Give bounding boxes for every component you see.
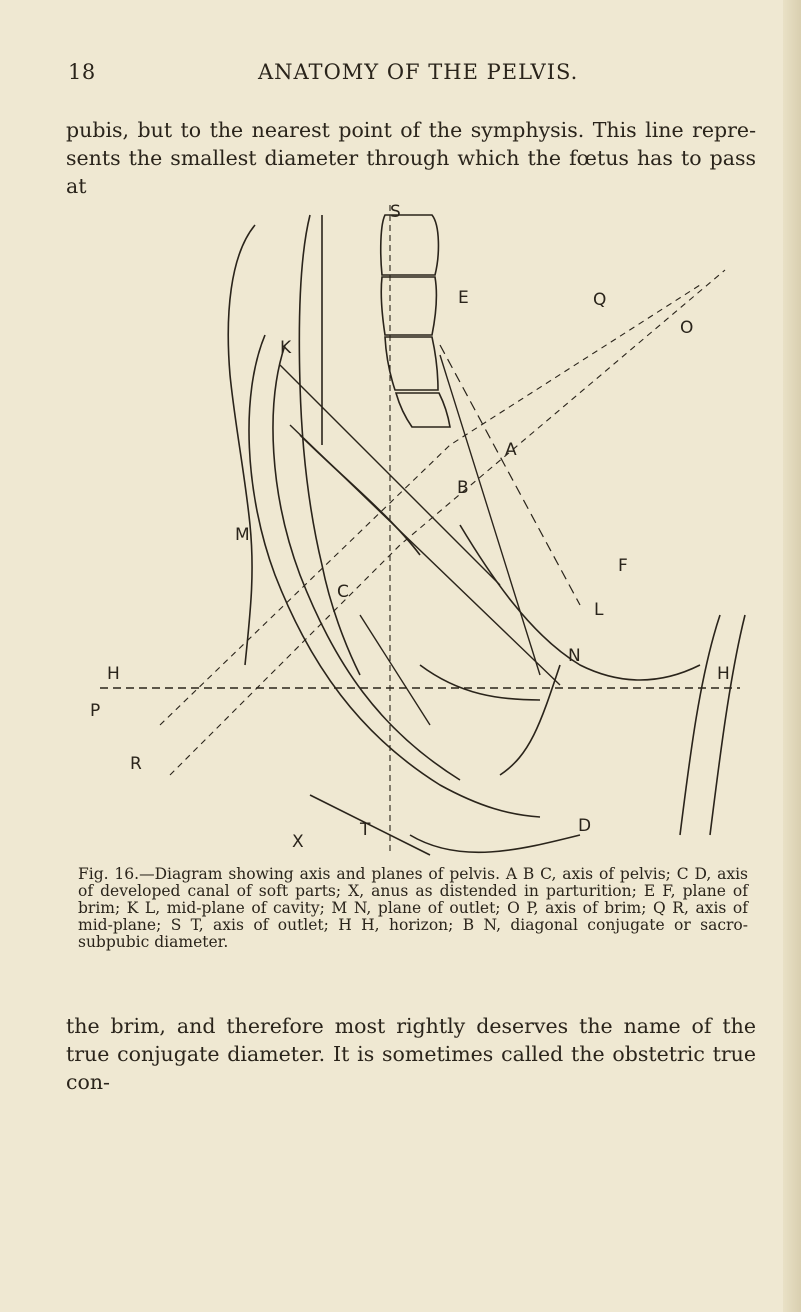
pelvis-diagram: S E Q O K A B M F C L N H H P R D X T <box>90 202 746 856</box>
label-x: X <box>292 832 304 852</box>
soft-canal-right-2 <box>709 614 746 836</box>
vertebra-2 <box>380 276 438 336</box>
header-title: ANATOMY OF THE PELVIS. <box>258 60 579 84</box>
page-edge-shadow <box>783 0 801 1312</box>
label-e: E <box>458 288 469 308</box>
perineum-curve <box>499 664 561 776</box>
axis-pelvis-dashes <box>439 344 581 606</box>
label-l: L <box>594 600 604 620</box>
label-a: A <box>505 440 517 460</box>
label-n: N <box>568 646 581 666</box>
sacrum-outline <box>227 224 256 666</box>
label-d: D <box>578 816 591 836</box>
plane-brim <box>279 364 501 586</box>
pelvic-wall-outer <box>248 334 541 818</box>
axis-midplane-line <box>169 269 726 776</box>
canal-arrow-bottom <box>409 834 581 854</box>
sacrum-inner <box>298 214 361 676</box>
page-number: 18 <box>68 60 96 84</box>
paragraph-top: pubis, but to the nearest point of the s… <box>66 118 756 198</box>
pubic-curve <box>459 524 701 681</box>
plane-midplane <box>289 424 561 686</box>
label-p: P <box>90 701 100 721</box>
label-q: Q <box>593 290 606 310</box>
plane-outlet <box>359 614 431 726</box>
vertebra-4 <box>394 392 451 428</box>
canal-arrow-d <box>419 664 541 701</box>
label-r: R <box>130 754 142 774</box>
diagonal-conjugate <box>439 354 541 676</box>
vertebra-1 <box>379 214 440 276</box>
label-h-right: H <box>717 664 730 684</box>
label-h-left: H <box>107 664 120 684</box>
soft-canal-right <box>679 614 721 836</box>
coccyx-curve <box>299 434 421 556</box>
figure-caption: Fig. 16.—Diagram showing axis and planes… <box>78 865 748 951</box>
label-m: M <box>235 525 250 545</box>
running-head: 18 ANATOMY OF THE PELVIS. <box>68 60 748 90</box>
label-c: C <box>337 582 349 602</box>
vertebra-3 <box>384 336 439 391</box>
label-s: S <box>390 202 401 222</box>
label-f: F <box>618 556 628 576</box>
label-k: K <box>280 338 292 358</box>
label-o: O <box>680 318 693 338</box>
axis-brim-line <box>159 284 701 726</box>
label-b: B <box>457 478 469 498</box>
pelvic-wall-inner <box>272 344 461 781</box>
label-t: T <box>359 820 371 840</box>
anus-line <box>309 794 431 856</box>
paragraph-bottom: the brim, and therefore most rightly des… <box>66 1014 756 1094</box>
pelvis-diagram-figure: S E Q O K A B M F C L N H H P R D X T <box>60 195 760 865</box>
